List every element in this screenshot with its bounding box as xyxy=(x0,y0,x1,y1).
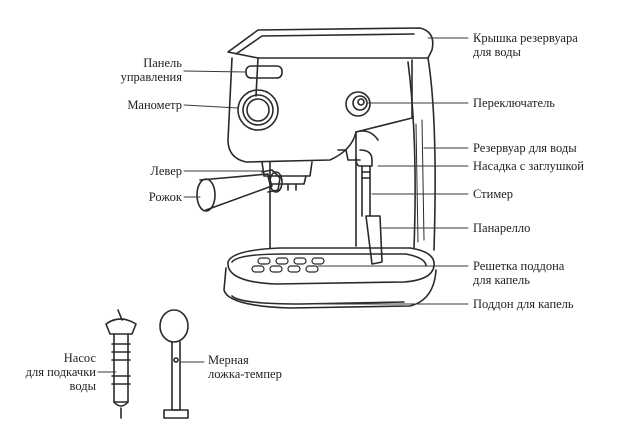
label-switch: Переключатель xyxy=(473,96,556,110)
drip-grate-holes xyxy=(251,257,325,273)
label-cap-nozzle: Насадка с заглушкой xyxy=(473,159,584,173)
panarello-tip xyxy=(365,215,383,265)
label-water-tank: Резервуар для воды xyxy=(473,141,577,155)
drip-tray xyxy=(223,247,437,309)
label-drip-grate: Решетка поддона для капель xyxy=(473,259,565,287)
label-control-panel: Панель управления xyxy=(120,56,182,84)
switch-knob xyxy=(345,91,371,117)
portafilter-handle xyxy=(196,169,283,212)
label-manometer: Манометр xyxy=(127,98,182,112)
group-head xyxy=(261,161,313,191)
label-tank-lid: Крышка резервуара для воды xyxy=(473,31,578,59)
label-lever: Левер xyxy=(150,164,182,178)
label-measuring-spoon: Мерная ложка-темпер xyxy=(208,353,282,381)
label-steamer: Стимер xyxy=(473,187,514,201)
steam-wand xyxy=(337,149,373,217)
pump-accessory xyxy=(105,309,137,419)
label-drip-tray: Поддон для капель xyxy=(473,297,574,311)
label-panarello: Панарелло xyxy=(473,221,531,235)
manometer-gauge xyxy=(237,89,279,131)
label-portafilter: Рожок xyxy=(148,190,182,204)
control-panel-button xyxy=(245,65,283,79)
machine-body xyxy=(227,27,436,251)
label-pump: Насос для подкачки воды xyxy=(25,351,96,393)
measuring-spoon-tamper xyxy=(159,309,189,419)
leader-lines xyxy=(97,37,469,373)
